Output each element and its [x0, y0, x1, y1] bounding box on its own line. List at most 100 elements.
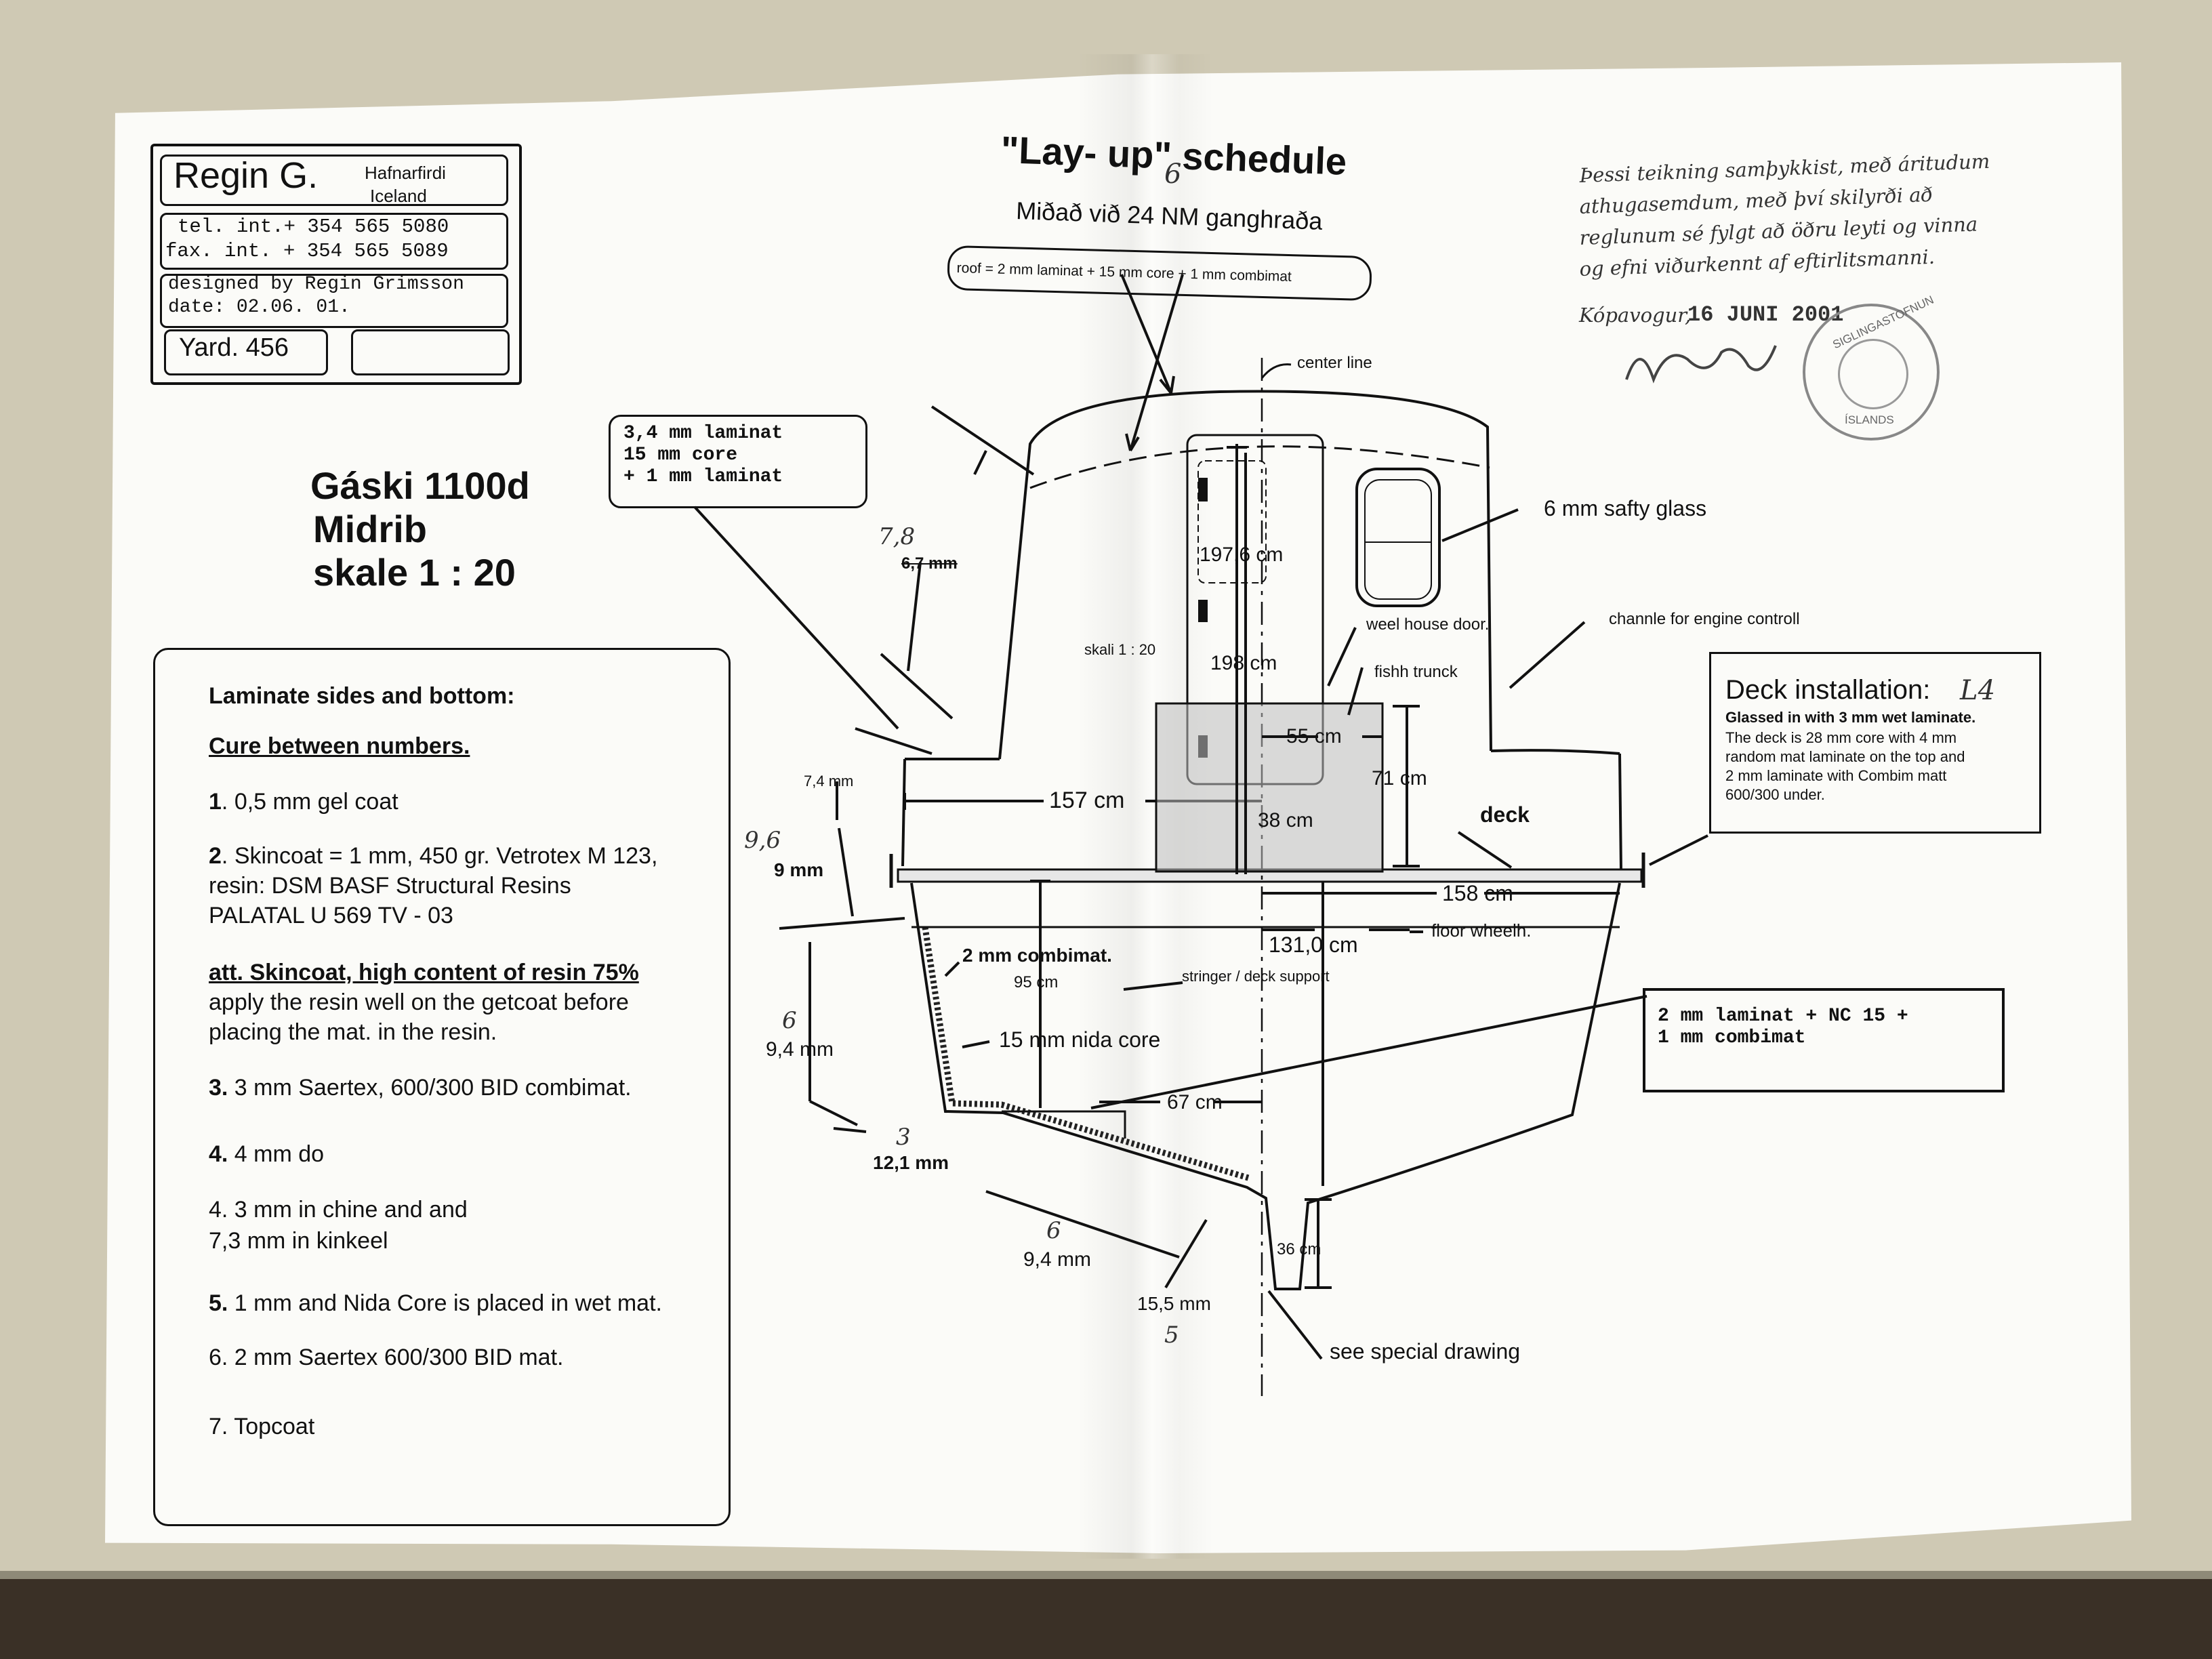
- side-mark-top: [855, 405, 1035, 755]
- floor: [0, 1579, 2212, 1659]
- hull-box-leader: [1090, 995, 1647, 1109]
- dim-1310-label: 131,0 cm: [1269, 933, 1358, 957]
- deck-box-title-hand: L4: [1960, 675, 1996, 706]
- dim-95: [1030, 880, 1050, 1108]
- dim-67-label: 67 cm: [1167, 1091, 1223, 1113]
- stringer-leader: [1123, 981, 1183, 991]
- dim-96: [838, 827, 854, 917]
- laminate-callout-leader: [693, 506, 899, 730]
- chine-leader: [809, 1100, 867, 1133]
- phone: tel. int.+ 354 565 5080: [178, 216, 449, 238]
- design-date: date: 02.06. 01.: [168, 297, 350, 318]
- section-name: Midrib: [313, 508, 427, 550]
- hull-outline: [910, 882, 1621, 1290]
- contact-box: [160, 213, 508, 270]
- laminate-line-1: 3,4 mm laminat: [623, 423, 783, 444]
- legend-item-7: 7. Topcoat: [209, 1414, 315, 1439]
- stringer-label: stringer / deck support: [1182, 968, 1330, 985]
- roof-leader-2: [1125, 274, 1184, 452]
- legend-item-att-b: apply the resin well on the getcoat befo…: [209, 989, 629, 1015]
- stamp-emblem: [1838, 339, 1908, 409]
- side-top-label: 6,7 mm: [901, 554, 958, 573]
- stamp-text-bottom: ÍSLANDS: [1845, 413, 1894, 426]
- door-label: weel house door.: [1366, 615, 1490, 634]
- combimat-leader: [944, 961, 960, 977]
- dim-71-label: 71 cm: [1372, 767, 1427, 790]
- approval-place: Kópavogur,: [1579, 304, 1692, 327]
- chine-hand: 3: [896, 1124, 911, 1151]
- title-block: [150, 144, 522, 385]
- nida-leader: [962, 1040, 990, 1048]
- yard-box: [164, 329, 328, 375]
- special-drawing-label: see special drawing: [1330, 1339, 1521, 1364]
- dim-74-label: 7,4 mm: [804, 773, 854, 790]
- center-line-leader: [1261, 363, 1292, 379]
- bottom-hand: 6: [1046, 1217, 1061, 1244]
- keel-hand: 5: [1164, 1322, 1179, 1349]
- company-name: Regin G.: [173, 155, 319, 196]
- legend-heading: Laminate sides and bottom:: [209, 683, 515, 709]
- hull-box-line-1: 2 mm laminat + NC 15 +: [1658, 1006, 1908, 1027]
- bottom-label: 9,4 mm: [1023, 1248, 1092, 1271]
- stringer: [1002, 1110, 1126, 1139]
- legend-item-att-c: placing the mat. in the resin.: [209, 1019, 497, 1045]
- hull-side-left: [901, 758, 906, 867]
- side-low-hand: 6: [782, 1007, 797, 1034]
- nida-core-label: 15 mm nida core: [999, 1027, 1161, 1052]
- deck-label: deck: [1480, 802, 1530, 827]
- dim-1976-label: 197,6 cm: [1200, 544, 1284, 566]
- side-low-label: 9,4 mm: [766, 1038, 834, 1061]
- approval-stamp: SIGLINGASTOFNUN ÍSLANDS: [1803, 293, 1940, 441]
- designer: designed by Regin Grimsson: [168, 274, 464, 295]
- designer-box: [160, 274, 508, 328]
- legend-box: [153, 648, 731, 1526]
- legend-item-2: 2. Skincoat = 1 mm, 450 gr. Vetrotex M 1…: [209, 843, 658, 869]
- deck-box-line-2: The deck is 28 mm core with 4 mm: [1725, 729, 1957, 746]
- yard-number: Yard. 456: [179, 333, 289, 362]
- side-top-hand: 7,8: [878, 523, 916, 550]
- dim-94: [779, 917, 905, 1101]
- chine-label: 12,1 mm: [873, 1152, 949, 1173]
- fish-trunk: [1155, 702, 1384, 873]
- legend-item-5: 5. 1 mm and Nida Core is placed in wet m…: [209, 1290, 662, 1316]
- deck-installation-box: [1709, 652, 2041, 834]
- dim-157-label: 157 cm: [1049, 787, 1125, 813]
- floor-label: floor wheelh.: [1431, 920, 1532, 941]
- hull-inner-laminate: [922, 926, 1250, 1181]
- legend-item-4: 4. 4 mm do: [209, 1141, 325, 1167]
- legend-item-3: 3. 3 mm Saertex, 600/300 BID combimat.: [209, 1075, 632, 1101]
- door-leader: [1327, 627, 1357, 687]
- hull-laminate-box: [1643, 988, 2005, 1092]
- trunk-label: fishh trunck: [1374, 663, 1458, 681]
- legend-subheading: Cure between numbers.: [209, 733, 470, 759]
- legend-item-4b: 4. 3 mm in chine and and: [209, 1197, 468, 1223]
- legend-item-6: 6. 2 mm Saertex 600/300 BID mat.: [209, 1345, 564, 1370]
- dim-36: [1305, 1198, 1332, 1289]
- deck-box-leader: [1649, 834, 1708, 866]
- deck-plate-ends: [889, 853, 1645, 888]
- dim-36-label: 36 cm: [1277, 1240, 1322, 1258]
- side-window-inner: [1364, 479, 1432, 600]
- speed-correction: 6: [1164, 159, 1182, 190]
- boat-scale: skale 1 : 20: [313, 551, 516, 594]
- channel-leader: [1509, 621, 1586, 689]
- dim-95-label: 95 cm: [1014, 973, 1059, 991]
- laminate-line-3: + 1 mm laminat: [623, 466, 783, 487]
- hull-box-line-2: 1 mm combimat: [1658, 1027, 1806, 1048]
- laminate-callout: [609, 415, 867, 508]
- channel-label: channle for engine controll: [1609, 610, 1800, 628]
- dim-1976: [1227, 444, 1247, 874]
- side-window: [1355, 468, 1441, 607]
- small-scale-label: skali 1 : 20: [1084, 641, 1156, 658]
- dim-198-label: 198 cm: [1210, 652, 1277, 674]
- trunk-leader: [1347, 667, 1364, 716]
- bottom-dim: [985, 1190, 1180, 1258]
- center-line-label: center line: [1297, 354, 1372, 372]
- company-country: Iceland: [370, 186, 427, 206]
- deck-box-line-5: 600/300 under.: [1725, 786, 1825, 803]
- deck-box-line-1: Glassed in with 3 mm wet laminate.: [1725, 709, 1976, 726]
- legend-item-4c: 7,3 mm in kinkeel: [209, 1228, 388, 1254]
- dim-38-label: 38 cm: [1258, 809, 1313, 832]
- hull-side-right: [1618, 753, 1622, 872]
- legend-item-2b: resin: DSM BASF Structural Resins: [209, 873, 571, 899]
